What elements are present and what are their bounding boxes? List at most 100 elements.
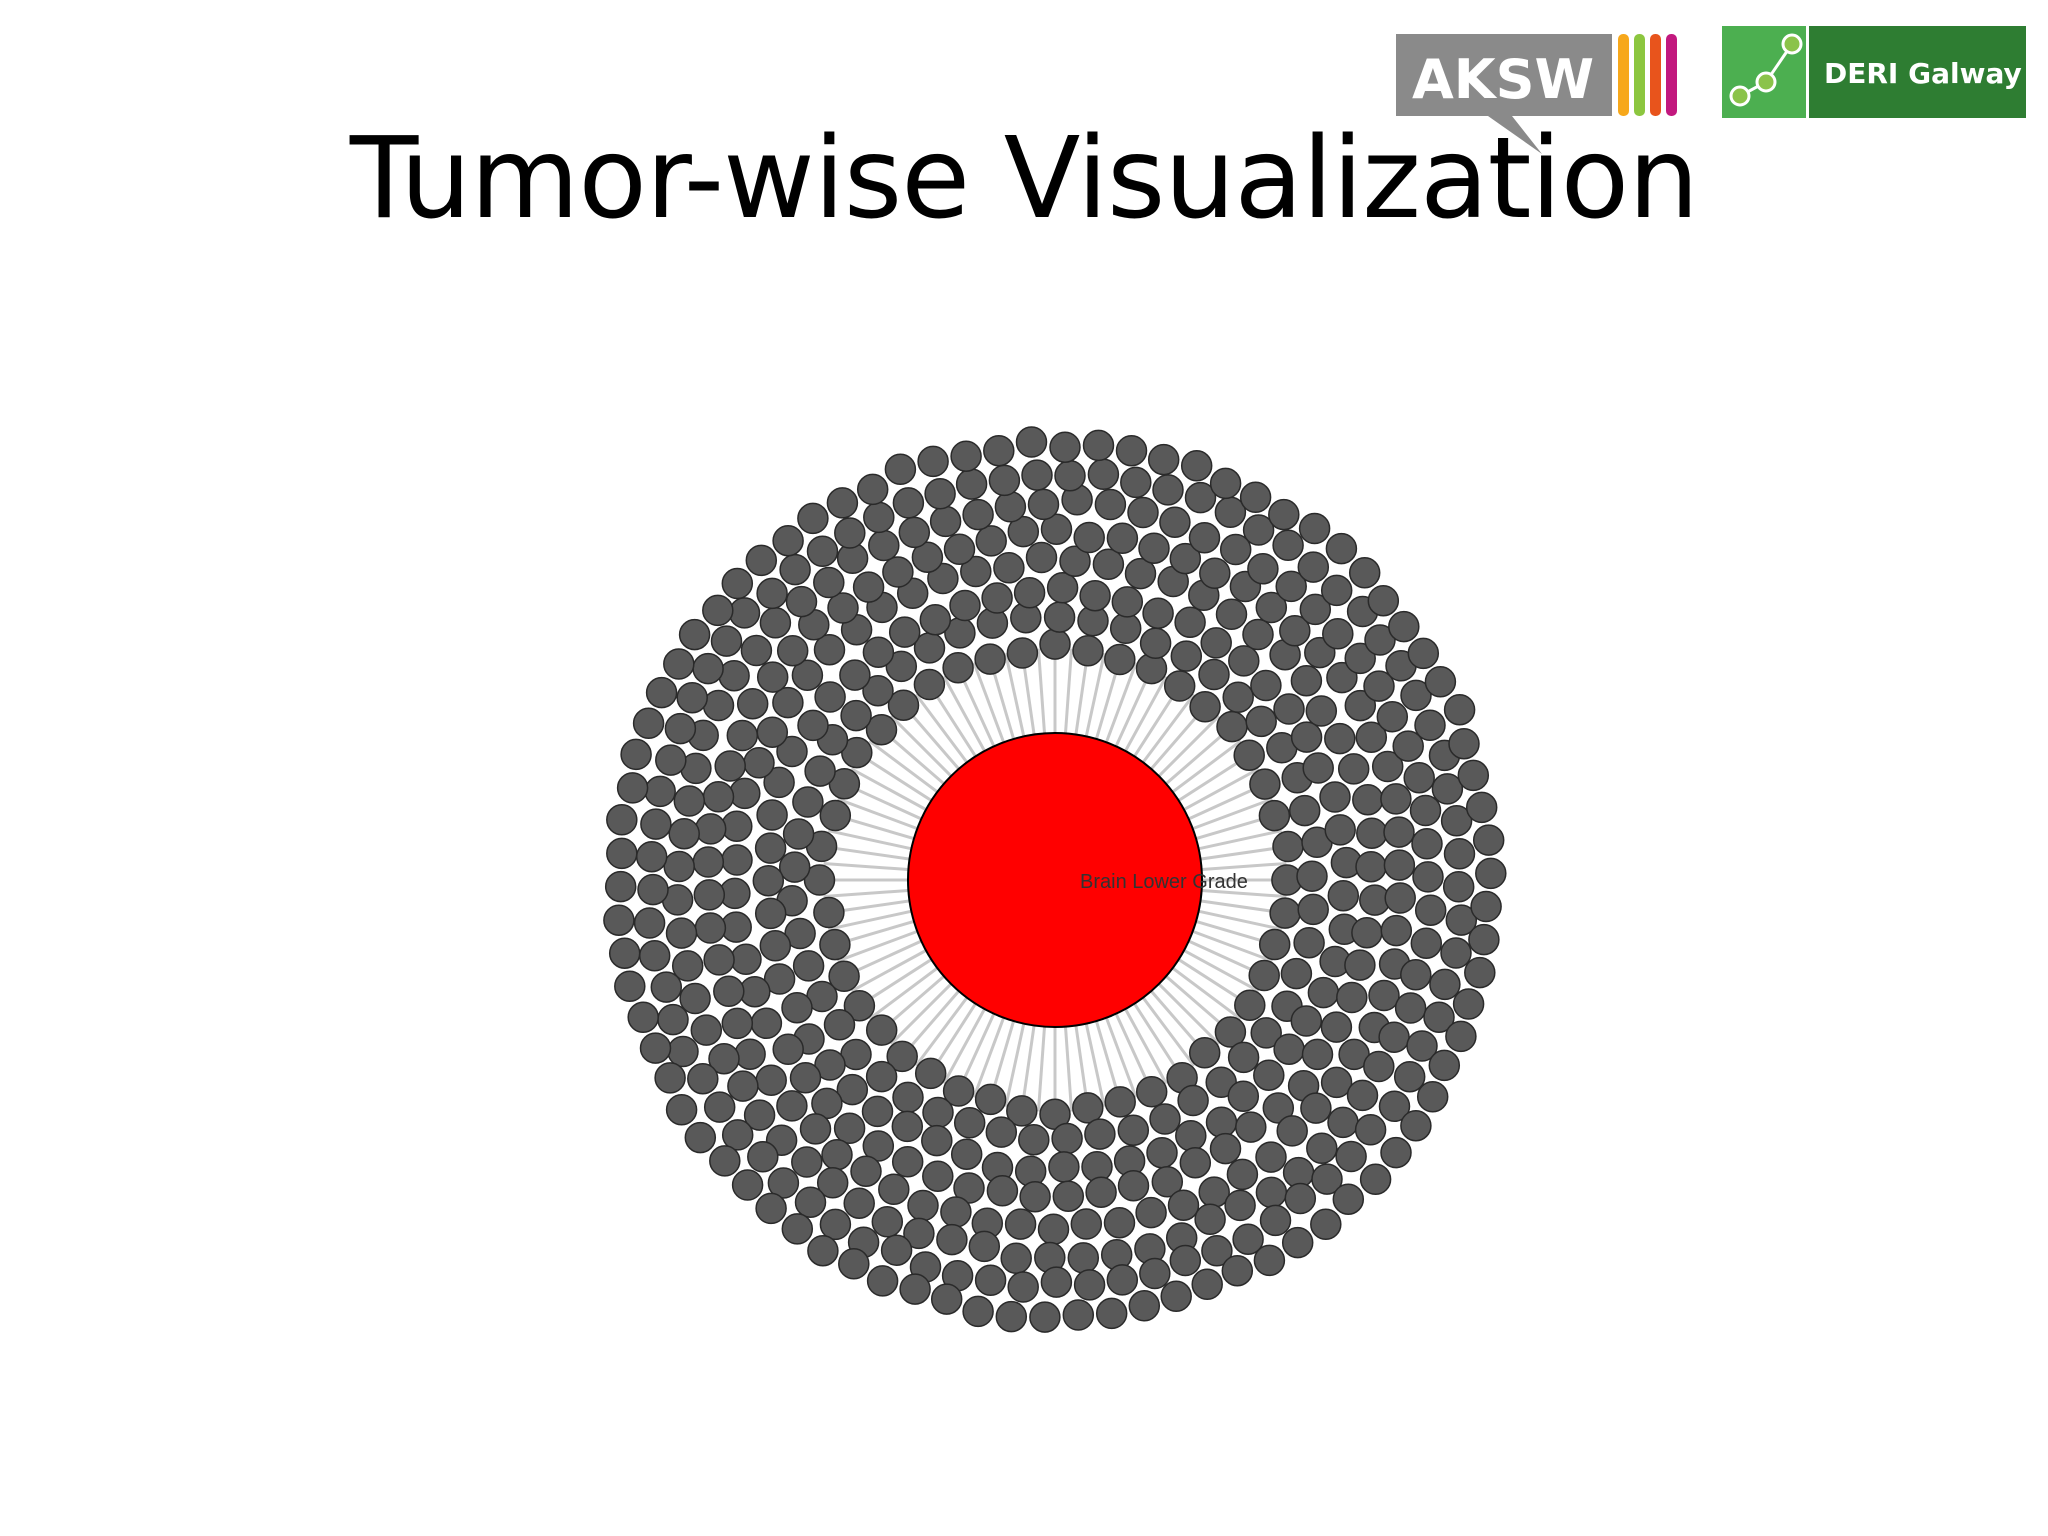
satellite-node[interactable] bbox=[974, 1264, 1007, 1297]
satellite-node[interactable] bbox=[1269, 897, 1301, 929]
satellite-node[interactable] bbox=[606, 837, 638, 870]
satellite-node[interactable] bbox=[1188, 522, 1221, 554]
satellite-node[interactable] bbox=[1378, 1021, 1410, 1053]
satellite-node[interactable] bbox=[862, 636, 895, 668]
satellite-node[interactable] bbox=[1188, 1037, 1221, 1069]
satellite-node[interactable] bbox=[1214, 1016, 1247, 1048]
satellite-node[interactable] bbox=[1337, 753, 1370, 785]
satellite-node[interactable] bbox=[718, 659, 750, 692]
satellite-node[interactable] bbox=[1307, 976, 1340, 1009]
satellite-node[interactable] bbox=[1258, 928, 1291, 961]
satellite-node[interactable] bbox=[663, 850, 695, 883]
satellite-node[interactable] bbox=[1000, 1242, 1032, 1275]
satellite-node[interactable] bbox=[1124, 557, 1157, 590]
satellite-node[interactable] bbox=[721, 567, 754, 600]
satellite-node[interactable] bbox=[1170, 640, 1203, 672]
satellite-node[interactable] bbox=[692, 846, 725, 878]
satellite-node[interactable] bbox=[986, 1175, 1019, 1207]
satellite-node[interactable] bbox=[1440, 937, 1472, 969]
satellite-node[interactable] bbox=[772, 524, 804, 557]
satellite-node[interactable] bbox=[655, 744, 687, 776]
satellite-node[interactable] bbox=[930, 1283, 963, 1315]
satellite-node[interactable] bbox=[709, 1145, 741, 1177]
satellite-node[interactable] bbox=[1059, 545, 1091, 577]
satellite-node[interactable] bbox=[1072, 1092, 1104, 1124]
satellite-node[interactable] bbox=[794, 1186, 827, 1218]
satellite-node[interactable] bbox=[1249, 768, 1281, 800]
satellite-node[interactable] bbox=[823, 1009, 856, 1041]
satellite-node[interactable] bbox=[898, 516, 931, 549]
satellite-node[interactable] bbox=[1327, 1106, 1359, 1139]
satellite-node[interactable] bbox=[1106, 522, 1139, 555]
satellite-node[interactable] bbox=[974, 1083, 1007, 1116]
satellite-node[interactable] bbox=[692, 652, 724, 685]
satellite-node[interactable] bbox=[813, 566, 845, 599]
satellite-node[interactable] bbox=[614, 970, 646, 1003]
satellite-node[interactable] bbox=[727, 1070, 759, 1102]
satellite-node[interactable] bbox=[684, 1121, 717, 1154]
satellite-node[interactable] bbox=[1290, 1005, 1323, 1037]
satellite-node[interactable] bbox=[922, 1160, 954, 1192]
satellite-node[interactable] bbox=[1242, 618, 1274, 651]
satellite-node[interactable] bbox=[1262, 1092, 1295, 1124]
satellite-node[interactable] bbox=[1215, 598, 1248, 631]
satellite-node[interactable] bbox=[1160, 1280, 1192, 1313]
satellite-node[interactable] bbox=[1412, 861, 1444, 893]
satellite-node[interactable] bbox=[776, 634, 809, 667]
satellite-node[interactable] bbox=[627, 1001, 659, 1034]
satellite-node[interactable] bbox=[1431, 773, 1464, 805]
satellite-node[interactable] bbox=[850, 1155, 882, 1187]
satellite-node[interactable] bbox=[776, 735, 808, 768]
satellite-node[interactable] bbox=[665, 917, 698, 949]
satellite-node[interactable] bbox=[1311, 1163, 1343, 1195]
satellite-node[interactable] bbox=[755, 1192, 787, 1225]
satellite-node[interactable] bbox=[962, 498, 994, 531]
satellite-node[interactable] bbox=[1015, 426, 1048, 458]
satellite-node[interactable] bbox=[927, 562, 959, 595]
satellite-node[interactable] bbox=[885, 650, 918, 683]
satellite-node[interactable] bbox=[1177, 1084, 1209, 1117]
satellite-node[interactable] bbox=[880, 1234, 913, 1266]
satellite-node[interactable] bbox=[708, 1042, 740, 1075]
satellite-node[interactable] bbox=[763, 963, 796, 995]
satellite-node[interactable] bbox=[841, 736, 873, 769]
satellite-node[interactable] bbox=[1151, 1166, 1184, 1198]
satellite-node[interactable] bbox=[819, 1208, 852, 1241]
satellite-node[interactable] bbox=[1191, 1268, 1223, 1301]
satellite-node[interactable] bbox=[1227, 1041, 1260, 1074]
satellite-node[interactable] bbox=[1138, 532, 1170, 564]
satellite-node[interactable] bbox=[1198, 658, 1230, 691]
satellite-node[interactable] bbox=[1297, 551, 1330, 583]
satellite-node[interactable] bbox=[1092, 548, 1125, 581]
satellite-node[interactable] bbox=[785, 585, 818, 618]
satellite-node[interactable] bbox=[921, 1124, 953, 1157]
satellite-node[interactable] bbox=[1250, 669, 1282, 702]
satellite-node[interactable] bbox=[1290, 664, 1323, 697]
satellite-node[interactable] bbox=[1394, 992, 1427, 1024]
satellite-node[interactable] bbox=[814, 681, 846, 713]
satellite-node[interactable] bbox=[616, 772, 649, 804]
satellite-node[interactable] bbox=[703, 944, 735, 976]
satellite-node[interactable] bbox=[791, 659, 824, 691]
satellite-node[interactable] bbox=[1135, 1196, 1167, 1229]
satellite-node[interactable] bbox=[975, 525, 1007, 557]
satellite-node[interactable] bbox=[1272, 830, 1304, 863]
satellite-node[interactable] bbox=[1227, 1080, 1260, 1112]
satellite-node[interactable] bbox=[1326, 661, 1358, 694]
satellite-node[interactable] bbox=[1268, 498, 1300, 531]
satellite-node[interactable] bbox=[713, 975, 745, 1008]
satellite-node[interactable] bbox=[834, 517, 866, 549]
satellite-node[interactable] bbox=[862, 674, 894, 707]
satellite-node[interactable] bbox=[1169, 542, 1202, 575]
satellite-node[interactable] bbox=[1442, 871, 1475, 903]
satellite-node[interactable] bbox=[1383, 816, 1415, 848]
satellite-node[interactable] bbox=[1281, 1226, 1314, 1259]
satellite-node[interactable] bbox=[1247, 553, 1279, 585]
satellite-node[interactable] bbox=[1445, 904, 1478, 936]
satellite-node[interactable] bbox=[1224, 1189, 1256, 1222]
satellite-node[interactable] bbox=[1393, 1060, 1426, 1093]
satellite-node[interactable] bbox=[1120, 466, 1152, 499]
satellite-node[interactable] bbox=[639, 1032, 672, 1064]
satellite-node[interactable] bbox=[1320, 1066, 1353, 1099]
satellite-node[interactable] bbox=[743, 1099, 776, 1131]
